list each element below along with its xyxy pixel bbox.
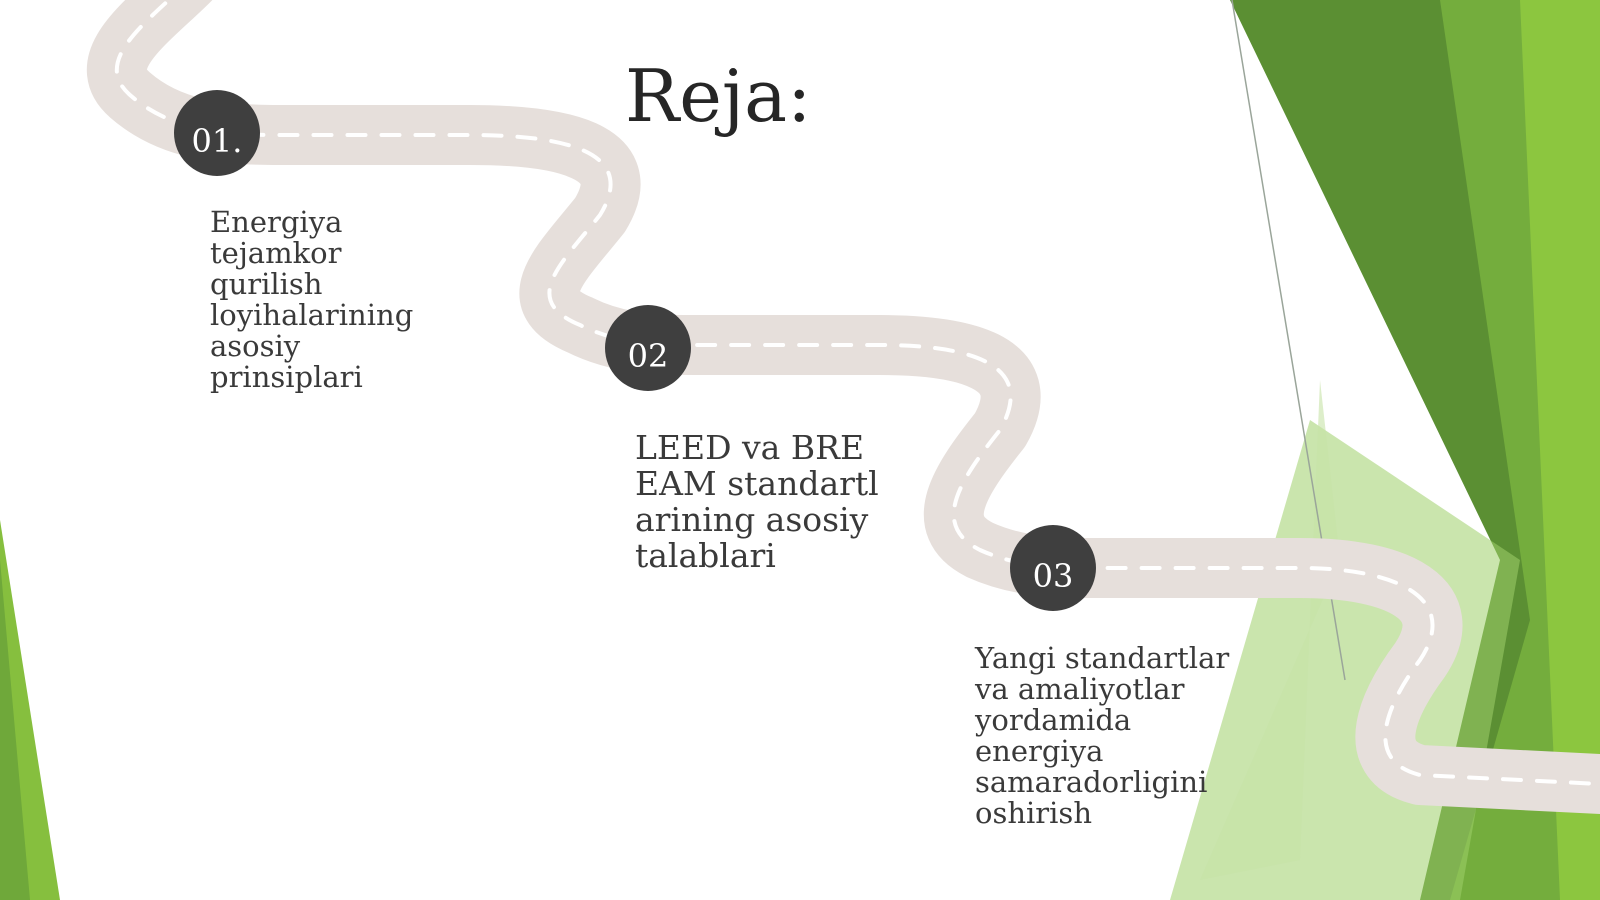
green-panel-left-dark	[0, 560, 30, 900]
green-panel-light	[1520, 0, 1600, 900]
step-text-1: Energiya tejamkor qurilish loyihalarinin…	[210, 205, 414, 394]
step-marker-1: 01.	[174, 90, 260, 176]
step-text-3: Yangi standartlar va amaliyotlar yordami…	[975, 641, 1230, 830]
step-marker-3: 03	[1010, 525, 1096, 611]
slide-title: Reja:	[625, 54, 812, 138]
green-panel-pale	[1200, 380, 1340, 880]
step-marker-2: 02	[605, 305, 691, 391]
step-text-2: LEED va BREEAM standartlarining asosiy t…	[635, 428, 879, 575]
